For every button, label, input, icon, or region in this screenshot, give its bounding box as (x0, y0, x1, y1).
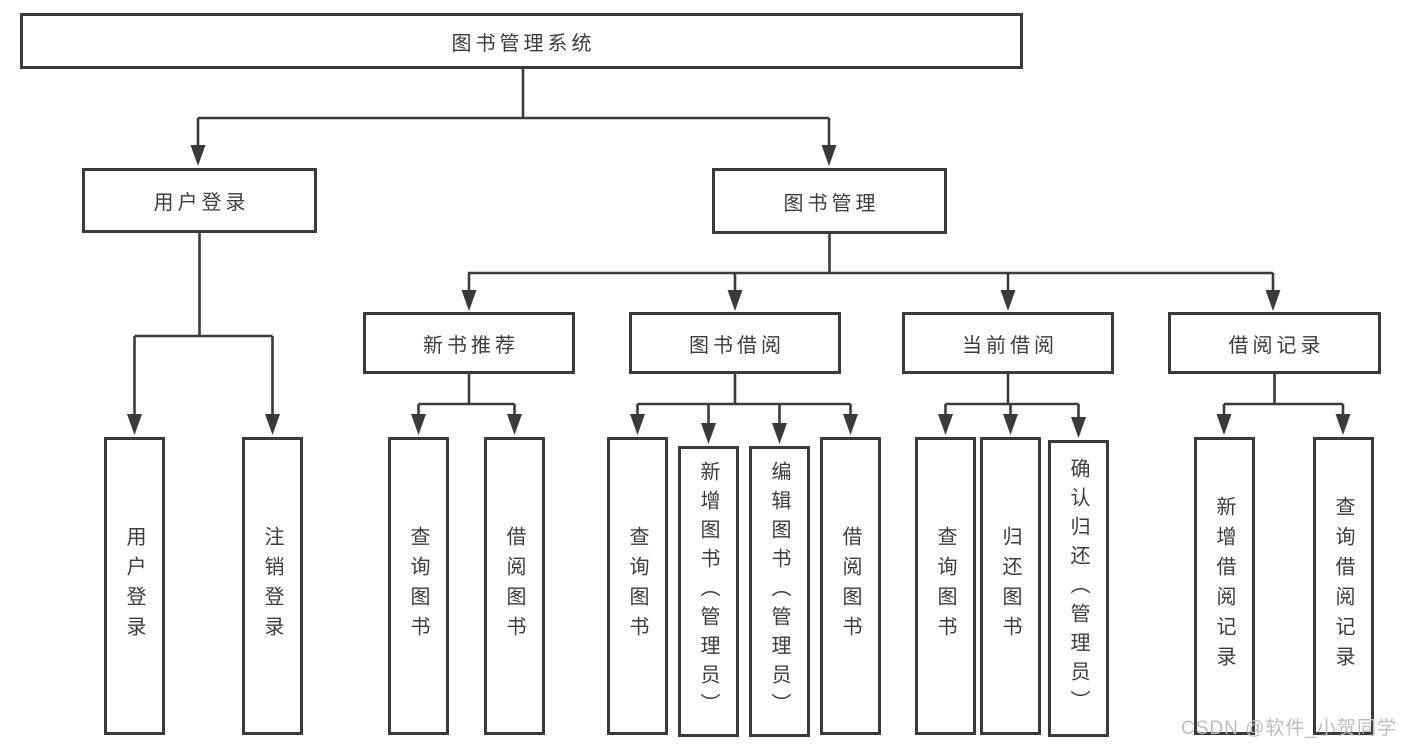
node-borrow-records: 借阅记录 (1168, 312, 1381, 374)
leaf-return-books-label: 归还图书 (999, 526, 1021, 646)
leaf-return-books: 归还图书 (980, 437, 1041, 735)
leaf-user-login: 用户登录 (104, 437, 165, 735)
leaf-query-borrow-record: 查询借阅记录 (1313, 437, 1374, 735)
watermark: CSDN @软件_小贺同学 (1181, 718, 1397, 739)
leaf-query-books-borrowing-label: 查询图书 (626, 526, 648, 646)
leaf-query-books-current-label: 查询图书 (934, 526, 956, 646)
node-book-borrowing-label: 图书借阅 (689, 334, 785, 357)
leaf-borrow-books-recommend: 借阅图书 (484, 437, 545, 735)
leaf-add-books-admin-label: 新增图书（管理员） (697, 461, 719, 722)
node-new-book-recommend-label: 新书推荐 (423, 334, 519, 357)
leaf-logout: 注销登录 (242, 437, 303, 735)
leaf-borrow-books-recommend-label: 借阅图书 (503, 526, 525, 646)
arrow-down-icons (127, 145, 1351, 444)
connector-paths (133, 69, 1345, 428)
leaf-add-books-admin: 新增图书（管理员） (678, 446, 739, 737)
leaf-logout-label: 注销登录 (261, 526, 283, 646)
node-root-system: 图书管理系统 (20, 13, 1023, 69)
node-new-book-recommend: 新书推荐 (363, 312, 575, 374)
leaf-borrow-books-borrowing: 借阅图书 (820, 437, 881, 735)
node-root-label: 图书管理系统 (451, 32, 596, 55)
leaf-query-books-current: 查询图书 (915, 437, 976, 735)
leaf-user-login-label: 用户登录 (123, 526, 145, 646)
leaf-edit-books-admin: 编辑图书（管理员） (749, 446, 810, 737)
leaf-add-borrow-record: 新增借阅记录 (1194, 437, 1255, 735)
node-book-management-label: 图书管理 (783, 192, 880, 215)
node-current-borrowing-label: 当前借阅 (962, 334, 1058, 357)
leaf-query-books-borrowing: 查询图书 (607, 437, 668, 735)
node-book-borrowing: 图书借阅 (629, 312, 841, 374)
node-user-login: 用户登录 (82, 168, 317, 233)
leaf-add-borrow-record-label: 新增借阅记录 (1213, 496, 1235, 676)
node-user-login-label: 用户登录 (153, 192, 250, 214)
leaf-confirm-return-admin: 确认归还（管理员） (1048, 440, 1109, 737)
leaf-edit-books-admin-label: 编辑图书（管理员） (768, 461, 790, 722)
node-borrow-records-label: 借阅记录 (1228, 334, 1325, 357)
leaf-query-borrow-record-label: 查询借阅记录 (1332, 496, 1354, 676)
leaf-confirm-return-admin-label: 确认归还（管理员） (1067, 458, 1089, 719)
leaf-query-books-recommend: 查询图书 (388, 437, 449, 735)
leaf-query-books-recommend-label: 查询图书 (407, 526, 429, 646)
leaf-borrow-books-borrowing-label: 借阅图书 (839, 526, 861, 646)
node-current-borrowing: 当前借阅 (902, 312, 1114, 374)
node-book-management: 图书管理 (712, 168, 947, 234)
